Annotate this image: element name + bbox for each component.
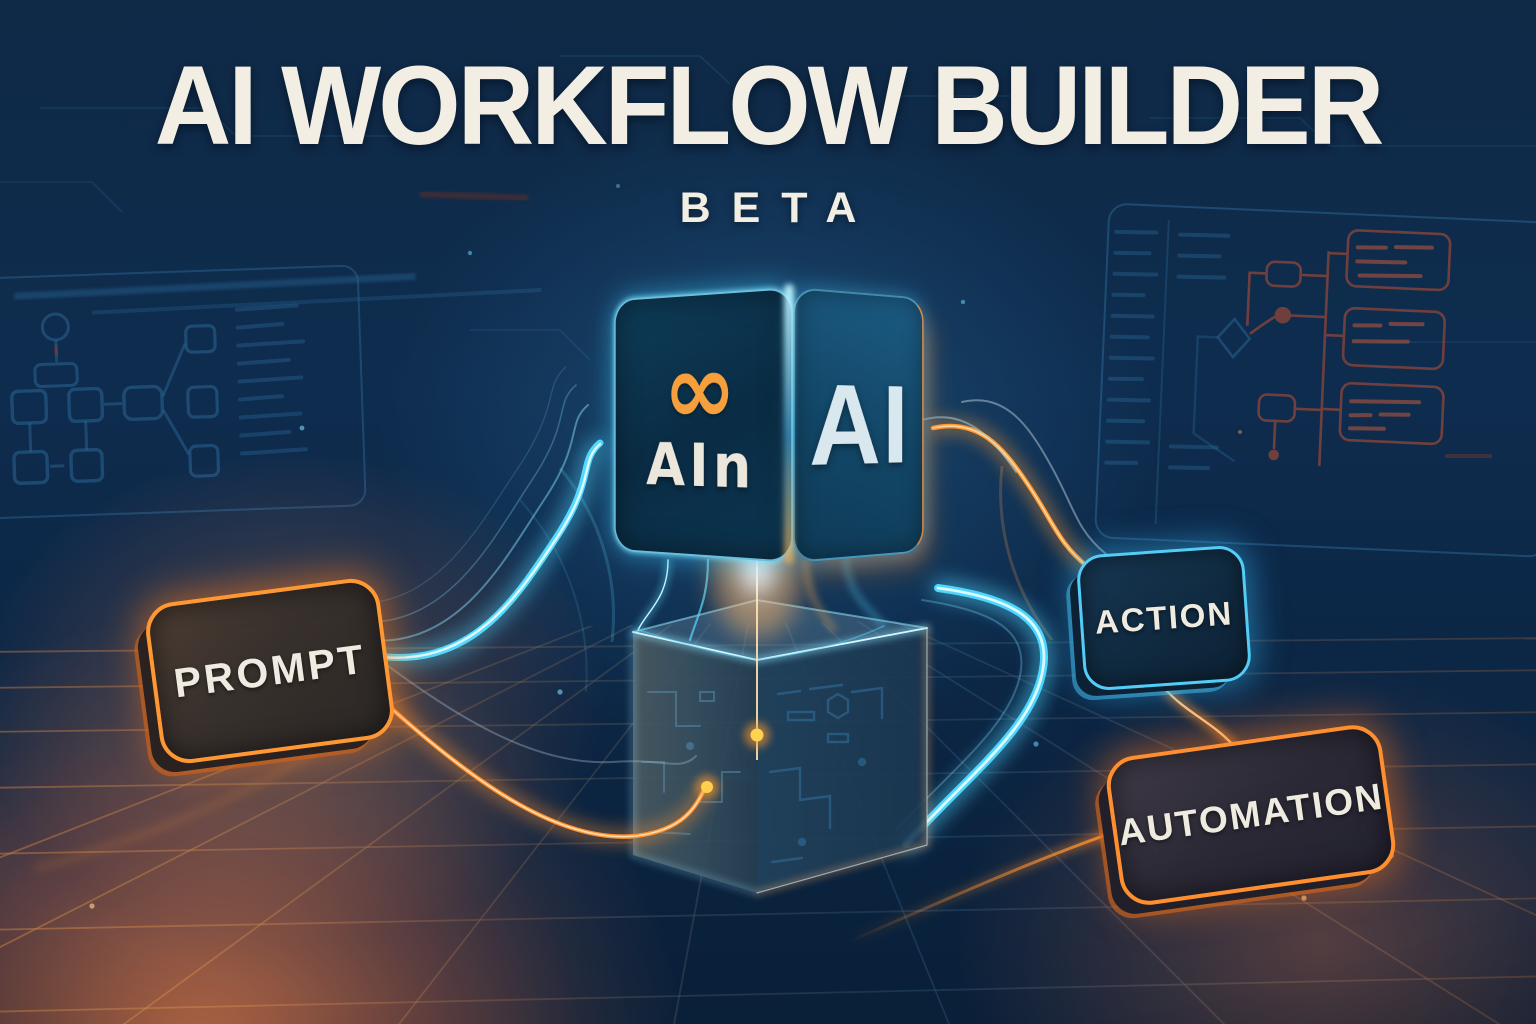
cube-edge-glow xyxy=(784,284,794,564)
node-action-label: ACTION xyxy=(1093,594,1235,641)
pedestal-circuit-right xyxy=(768,683,884,864)
node-prompt-label: PROMPT xyxy=(171,635,369,706)
node-action: ACTION xyxy=(1075,544,1253,692)
node-automation-label: AUTOMATION xyxy=(1115,775,1387,854)
page-title: AI WORKFLOW BUILDER xyxy=(154,43,1385,169)
cable-prompt-to-cube xyxy=(351,366,605,662)
infinity-icon: ∞ xyxy=(663,328,737,448)
cube-side-label: AI xyxy=(809,359,910,491)
funnel-tubes xyxy=(636,554,886,661)
cube-side-face: AI xyxy=(793,287,924,563)
cube-front-label: AIn xyxy=(646,430,756,503)
cable-cube-to-action xyxy=(921,399,1107,571)
cube-front-face: ∞ AIn xyxy=(614,287,793,563)
beta-badge: BETA xyxy=(679,184,878,232)
node-prompt: PROMPT xyxy=(142,575,398,767)
cable-cyan-swoosh xyxy=(895,582,1050,850)
